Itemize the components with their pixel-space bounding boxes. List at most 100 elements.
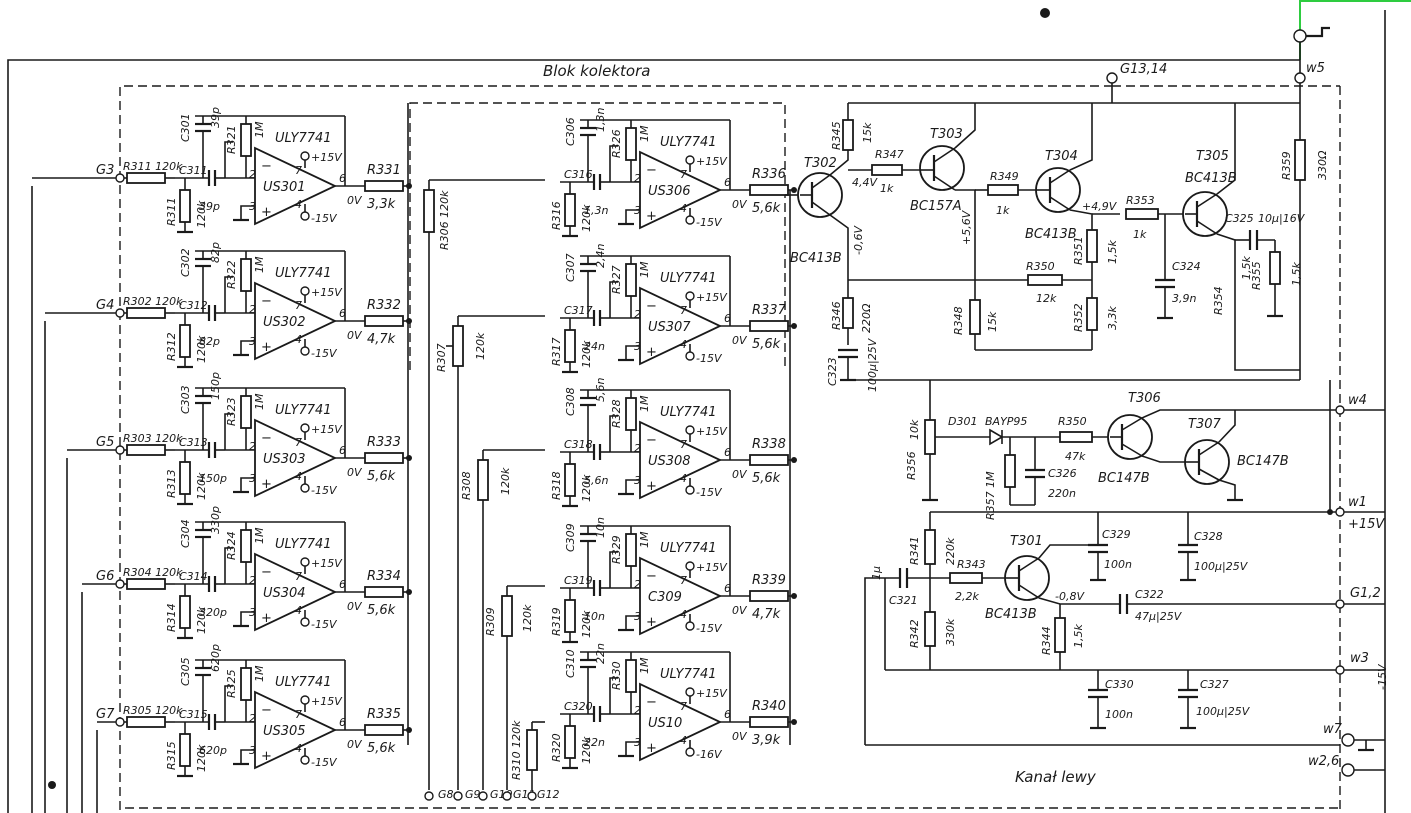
- opamp-type: ULY7741: [275, 537, 332, 552]
- feedback-resistor: [240, 258, 252, 292]
- pin-6: 6: [724, 582, 731, 595]
- feedback-resistor: [625, 397, 637, 431]
- supply-neg: -15V: [311, 618, 338, 631]
- svg-text:R307: R307: [435, 343, 448, 372]
- feedback-resistor-ref: R323: [225, 397, 238, 426]
- opamp-symbol: [639, 556, 723, 636]
- svg-text:R342: R342: [908, 619, 921, 648]
- svg-text:w7: w7: [1323, 722, 1343, 737]
- output-resistor: [364, 724, 404, 736]
- svg-text:G1,2: G1,2: [1350, 586, 1381, 601]
- pot-r306: R306 120k: [423, 179, 545, 790]
- opamp-type: ULY7741: [660, 405, 717, 420]
- supply-neg: -15V: [311, 212, 338, 225]
- stray-dot: [1040, 8, 1050, 18]
- connector-label: G6: [96, 569, 114, 584]
- pin-plus: +: [261, 611, 272, 626]
- output-volt: 0V: [347, 738, 363, 751]
- feedback-cap-ref: C307: [564, 253, 577, 282]
- supply-pos: +15V: [311, 557, 343, 570]
- svg-text:R357 1M: R357 1M: [984, 471, 997, 520]
- input-cap-ref: C314: [179, 570, 208, 583]
- svg-text:120k: 120k: [521, 604, 534, 632]
- svg-text:100μ|25V: 100μ|25V: [1194, 560, 1249, 573]
- feedback-resistor-val: 1M: [253, 527, 266, 544]
- feedback-resistor-val: 1M: [638, 125, 651, 142]
- pin-6: 6: [724, 446, 731, 459]
- opamp-type: ULY7741: [275, 403, 332, 418]
- pin-6: 6: [339, 307, 346, 320]
- svg-text:R345: R345: [830, 121, 843, 150]
- pin-2: 2: [634, 442, 641, 455]
- output-volt: 0V: [732, 604, 748, 617]
- svg-text:C329: C329: [1102, 528, 1131, 541]
- pin-6: 6: [339, 444, 346, 457]
- ground-resistor-val: 120k: [580, 736, 593, 764]
- output-volt: 0V: [347, 600, 363, 613]
- pin-4: 4: [295, 198, 302, 211]
- output-volt: 0V: [732, 334, 748, 347]
- feedback-resistor-ref: R326: [610, 129, 623, 158]
- feedback-cap-ref: C310: [564, 649, 577, 678]
- output-resistor-val: 3,9k: [752, 733, 781, 748]
- pin-6: 6: [724, 708, 731, 721]
- pin-7: 7: [680, 700, 687, 713]
- pin-7: 7: [295, 164, 302, 177]
- svg-text:G9: G9: [465, 788, 481, 801]
- feedback-cap-val: 620p: [209, 644, 222, 672]
- input-resistor: [126, 578, 166, 590]
- output-resistor-val: 5,6k: [752, 471, 781, 486]
- ground-resistor: [179, 461, 191, 495]
- input-resistor-label: R303 120k: [123, 432, 183, 445]
- svg-text:R346: R346: [830, 301, 843, 330]
- opamp-type: ULY7741: [660, 135, 717, 150]
- svg-text:R344: R344: [1040, 626, 1053, 655]
- pin-minus: −: [646, 569, 657, 584]
- svg-text:1,5k: 1,5k: [1106, 240, 1119, 264]
- input-cap-ref: C320: [564, 700, 593, 713]
- output-resistor: [364, 180, 404, 192]
- svg-text:C325: C325: [1225, 212, 1254, 225]
- svg-text:R350: R350: [1058, 415, 1087, 428]
- svg-text:T304: T304: [1045, 149, 1078, 164]
- feedback-resistor-ref: R321: [225, 125, 238, 154]
- output-resistor: [364, 315, 404, 327]
- svg-text:T305: T305: [1196, 149, 1229, 164]
- output-resistor: [749, 716, 789, 728]
- ground-resistor-val: 120k: [195, 472, 208, 500]
- pin-6: 6: [339, 716, 346, 729]
- feedback-resistor-ref: R330: [610, 661, 623, 690]
- input-cap-ref: C318: [564, 438, 593, 451]
- svg-text:R350: R350: [1026, 260, 1055, 273]
- pot-r307: R307 120k: [435, 315, 545, 790]
- opamp-symbol: [639, 420, 723, 500]
- output-volt: 0V: [732, 468, 748, 481]
- output-resistor-ref: R337: [752, 303, 787, 318]
- opamp-name: US308: [648, 454, 691, 469]
- ground-resistor: [564, 193, 576, 227]
- ground-resistor-ref: R315: [165, 741, 178, 770]
- svg-text:15k: 15k: [986, 311, 999, 332]
- svg-text:R353: R353: [1126, 194, 1155, 207]
- output-resistor-val: 5,6k: [367, 469, 396, 484]
- feedback-resistor-val: 1M: [253, 121, 266, 138]
- feedback-cap-ref: C301: [179, 113, 192, 142]
- supply-pos: +15V: [696, 425, 728, 438]
- pin-plus: +: [261, 340, 272, 355]
- svg-text:100μ|25V: 100μ|25V: [1196, 705, 1251, 718]
- connector-g1314-label: G13,14: [1120, 62, 1167, 77]
- pin-w5: [1294, 72, 1306, 84]
- supply-pos: +15V: [311, 695, 343, 708]
- connector-g3: G3: [32, 163, 409, 187]
- pin-7: 7: [680, 304, 687, 317]
- svg-text:R310 120k: R310 120k: [510, 720, 523, 780]
- svg-text:T302: T302: [804, 156, 837, 171]
- pin-plus: +: [646, 209, 657, 224]
- svg-text:C327: C327: [1200, 678, 1229, 691]
- pin-2: 2: [634, 578, 641, 591]
- opamp-name: US302: [263, 315, 306, 330]
- supply-neg: -16V: [696, 748, 723, 761]
